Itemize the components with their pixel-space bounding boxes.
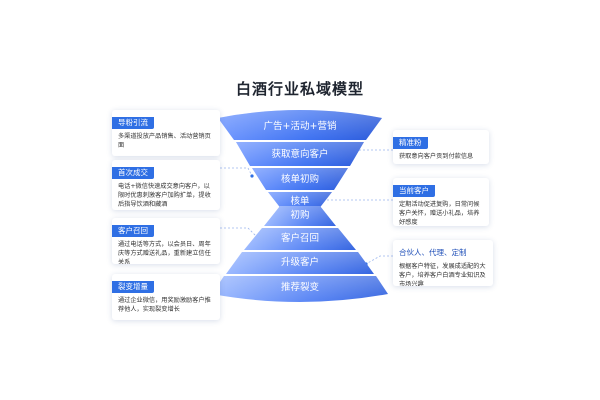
connector-line-3	[220, 227, 259, 239]
card-left-4-title: 裂变增量	[112, 281, 154, 293]
card-right-2-text: 定期活动促进复购，日常问候客户关怀，赠送小礼品，培养好感度	[399, 201, 480, 226]
funnel-top-label-4: 核单	[290, 196, 310, 207]
diagram-title: 白酒行业私域模型	[235, 80, 364, 98]
funnel-top-stage-1-shine	[218, 110, 382, 140]
card-left-4: 裂变增量 通过企业微信，用奖励激励客户推荐他人，实现裂变增长	[112, 274, 220, 320]
card-left-1: 导粉引流 多渠道投放产品销售、活动营销页面	[112, 110, 220, 156]
funnel-bottom-stage-3-shine	[226, 252, 374, 274]
funnel-stages	[212, 110, 388, 302]
card-left-2: 首次成交 电话+微信快速成交意向客户，以限时优惠刺激客户加购扩单，提收后指导饮酒…	[112, 160, 220, 210]
card-left-2-title: 首次成交	[112, 167, 154, 179]
funnel-top-stage-4-shine	[268, 192, 332, 210]
connector-line-7	[365, 255, 393, 265]
card-left-3-text: 通过电话等方式，以会员日、周年庆等方式赠送礼品，重新建立信任关系	[118, 241, 211, 264]
funnel-bottom-label-4: 推荐裂变	[280, 282, 319, 293]
funnel-bottom-label-2: 客户召回	[280, 233, 319, 244]
funnel-bottom-stage-4-shine	[212, 276, 388, 302]
funnel-top-label-3: 核单初购	[280, 174, 319, 185]
card-right-1: 精准粉 获取意向客户贡到付款信息	[393, 130, 489, 164]
funnel-bottom-label-1: 初购	[290, 210, 310, 221]
card-right-3-text: 根据客户特征，发展成适配的大客户，培养客户白酒专业知识及市场兴趣	[399, 263, 486, 286]
connector-line-2	[220, 167, 253, 177]
connector-dot-2	[250, 174, 254, 178]
card-left-1-title: 导粉引流	[112, 117, 154, 129]
card-right-3: 合伙人、代理、定制 根据客户特征，发展成适配的大客户，培养客户白酒专业知识及市场…	[393, 240, 493, 286]
funnel-top-label-1: 广告+活动+营销	[263, 121, 337, 132]
funnel-bottom-stage-2-shine	[244, 228, 356, 250]
card-left-3: 客户召回 通过电话等方式，以会员日、周年庆等方式赠送礼品，重新建立信任关系	[112, 218, 220, 264]
funnel-bottom-label-3: 升级客户	[280, 257, 319, 268]
card-left-2-text: 电话+微信快速成交意向客户，以限时优惠刺激客户加购扩单，提收后指导饮酒和藏酒	[118, 183, 211, 208]
funnel-top-label-2: 获取意向客户	[271, 149, 329, 160]
card-left-1-text: 多渠道投放产品销售、活动营销页面	[118, 133, 211, 149]
card-right-3-title: 合伙人、代理、定制	[399, 248, 467, 257]
card-left-4-text: 通过企业微信，用奖励激励客户推荐他人，实现裂变增长	[118, 297, 211, 313]
card-right-2-title: 当前客户	[393, 185, 435, 197]
funnel-top-stage-2-shine	[236, 142, 364, 166]
card-right-1-text: 获取意向客户贡到付款信息	[399, 153, 474, 160]
card-left-3-title: 客户召回	[112, 225, 154, 237]
funnel-bottom-stage-1-shine	[264, 206, 336, 226]
card-right-1-title: 精准粉	[393, 137, 428, 149]
funnel-top-stage-3-shine	[252, 168, 348, 190]
card-right-2: 当前客户 定期活动促进复购，日常问候客户关怀，赠送小礼品，培养好感度	[393, 178, 489, 226]
